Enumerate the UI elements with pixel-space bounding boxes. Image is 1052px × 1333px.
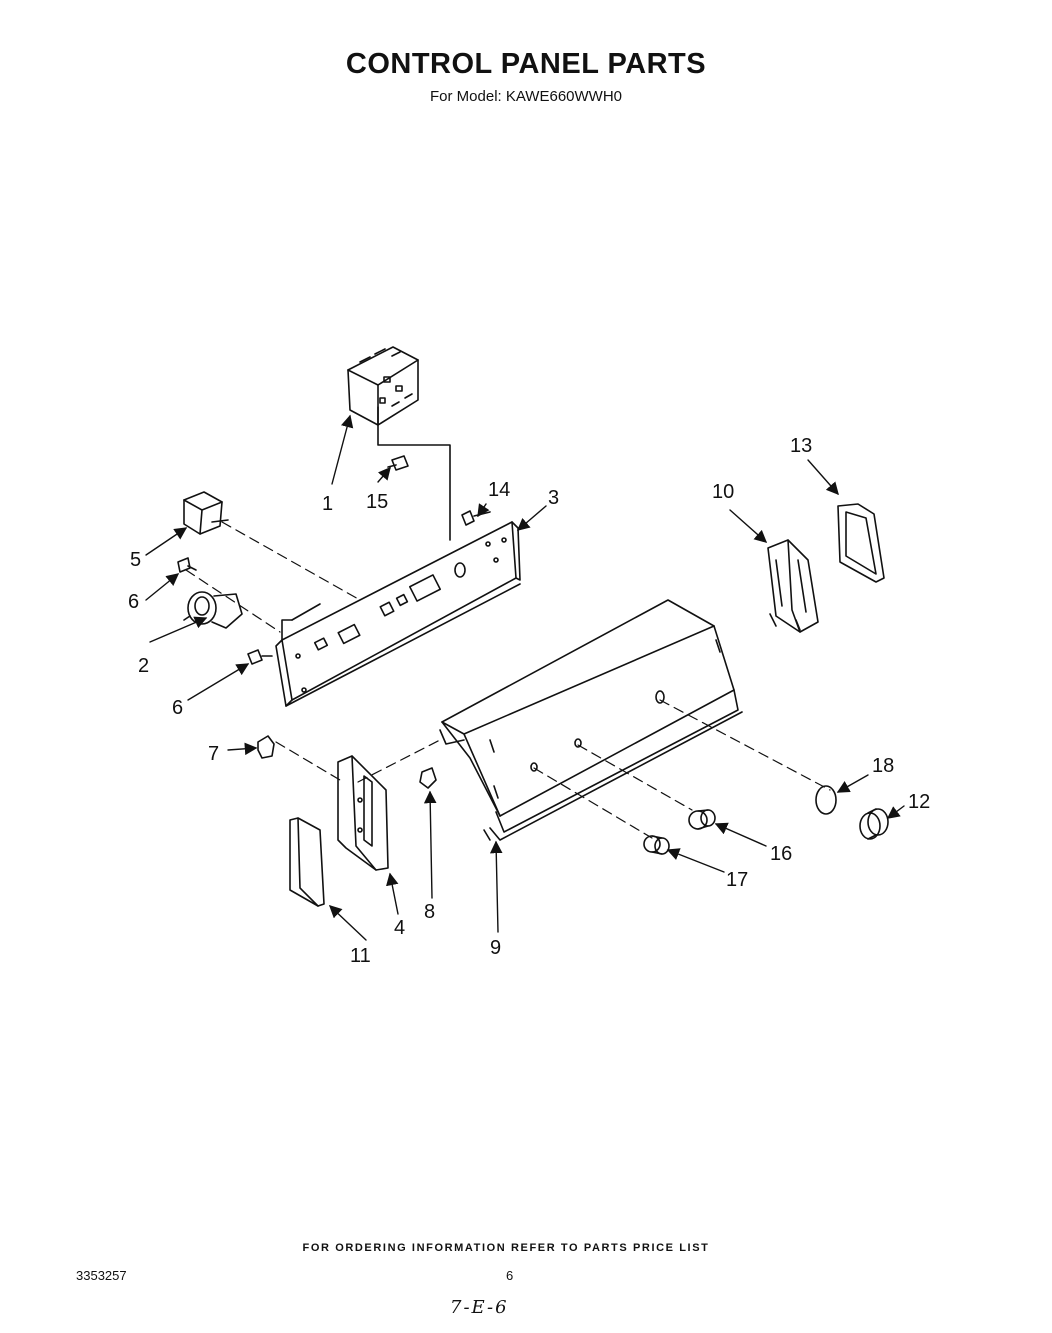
part-4-end-cap xyxy=(337,755,389,871)
part-12-knob xyxy=(859,808,889,840)
part-8-clip xyxy=(419,767,437,789)
callout-17: 17 xyxy=(726,869,748,891)
callout-arrows xyxy=(145,414,905,941)
model-subtitle: For Model: KAWE660WWH0 xyxy=(430,88,622,105)
part-18-washer xyxy=(815,785,837,815)
callout-13: 13 xyxy=(790,435,812,457)
callout-16: 16 xyxy=(770,843,792,865)
part-7-clip xyxy=(257,735,275,759)
part-3-control-bracket xyxy=(275,521,521,707)
part-16-button xyxy=(688,809,716,830)
page-number: 6 xyxy=(506,1268,514,1283)
document-number: 3353257 xyxy=(76,1268,127,1283)
part-6-screw-lower xyxy=(247,649,273,665)
part-6-screw-upper xyxy=(177,557,197,573)
callout-7: 7 xyxy=(208,743,219,765)
callout-11: 11 xyxy=(350,945,371,967)
part-13-bezel xyxy=(837,503,885,583)
part-10-bracket xyxy=(767,539,819,633)
callout-2: 2 xyxy=(138,655,149,677)
handwritten-mark: 7-E-6 xyxy=(450,1297,509,1318)
callout-10: 10 xyxy=(712,481,734,503)
part-9-control-panel xyxy=(439,599,743,841)
ordering-note: FOR ORDERING INFORMATION REFER TO PARTS … xyxy=(302,1242,710,1254)
callout-9: 9 xyxy=(490,937,501,959)
callout-14: 14 xyxy=(488,479,510,501)
part-14-screw xyxy=(461,510,491,526)
callout-5: 5 xyxy=(130,549,141,571)
callout-18: 18 xyxy=(872,755,894,777)
part-5-switch xyxy=(183,491,229,535)
leader-lines xyxy=(185,521,831,839)
part-1-timer xyxy=(347,346,451,541)
callout-4: 4 xyxy=(394,917,405,939)
callout-12: 12 xyxy=(908,791,930,813)
callout-6-lower: 6 xyxy=(172,697,183,719)
part-2-selector-switch xyxy=(183,591,243,629)
part-15-screw xyxy=(387,455,409,471)
callout-3: 3 xyxy=(548,487,559,509)
callout-8: 8 xyxy=(424,901,435,923)
part-17-button xyxy=(643,835,670,855)
part-11-end-trim xyxy=(289,817,325,907)
callout-6-upper: 6 xyxy=(128,591,139,613)
page-title: CONTROL PANEL PARTS xyxy=(345,48,707,80)
callout-numbers: 1 2 3 4 5 6 6 7 8 9 10 11 12 13 14 15 16… xyxy=(128,435,930,967)
callout-15: 15 xyxy=(366,491,388,513)
callout-1: 1 xyxy=(322,493,333,515)
